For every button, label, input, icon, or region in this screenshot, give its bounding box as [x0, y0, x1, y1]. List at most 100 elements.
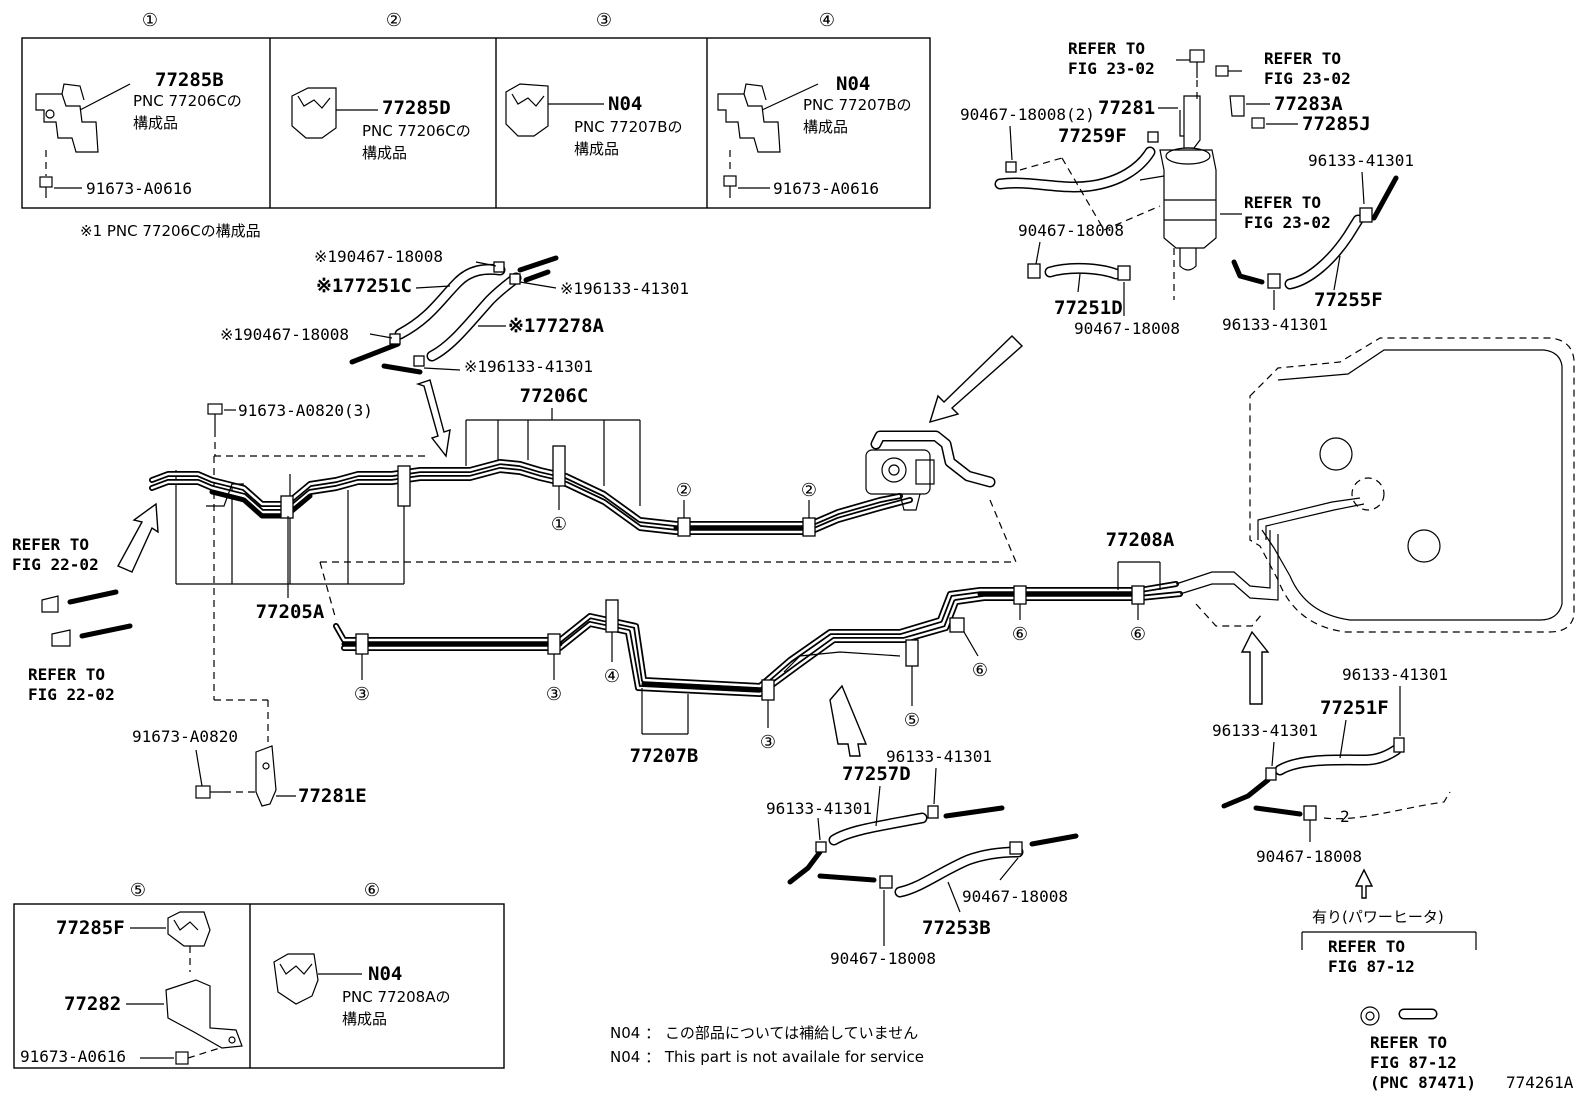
- arrow-up-icon: [829, 684, 868, 757]
- callout-1: ①: [551, 514, 567, 535]
- panel-2-index: ②: [386, 10, 402, 31]
- fuel-filter-icon: [1139, 147, 1217, 271]
- label-90467-e: 90467-18008: [1074, 319, 1180, 338]
- note-jp: N04 ： この部品については補給していません: [610, 1024, 918, 1042]
- clamp-icon: [397, 465, 411, 507]
- callout-5: ⑤: [904, 710, 920, 731]
- panel-3-note: 構成品: [574, 140, 619, 158]
- callout-6c: ⑥: [1130, 624, 1146, 645]
- callout-6b: ⑥: [1012, 624, 1028, 645]
- panel-6-index: ⑥: [364, 880, 380, 901]
- hose-tag-2: 2: [1340, 807, 1350, 826]
- panel-1-bolt: 91673-A0616: [86, 179, 192, 198]
- panel-4-note: 構成品: [803, 118, 848, 136]
- clip-icon: [1359, 207, 1373, 223]
- panel-1-index: ①: [142, 10, 158, 31]
- bottom-panels-frame: [13, 903, 505, 1069]
- callout-6a: ⑥: [972, 660, 988, 681]
- figure-id: 774261A: [1506, 1073, 1574, 1092]
- bolt-icon: [1215, 65, 1242, 77]
- clamp-icon: [355, 633, 369, 655]
- clamp-icon: [1131, 585, 1145, 605]
- clamp-icon: [280, 495, 294, 519]
- clip-icon: [927, 805, 939, 819]
- refer-87-12-a-line2: FIG 87-12: [1328, 957, 1415, 976]
- bolt-icon: [207, 403, 223, 430]
- clip-icon: [1009, 841, 1023, 855]
- clamp-icon: [505, 83, 549, 137]
- bolt-icon: [39, 176, 53, 198]
- label-90467-2: 90467-18008(2): [960, 105, 1095, 124]
- refer-22-02-a-line2: FIG 22-02: [12, 555, 99, 574]
- bottom-detail-panels: ⑤ ⑥ 77285F 77282 91673-A0616 N04 PNC 772…: [13, 880, 505, 1069]
- label-77259F: 77259F: [1058, 125, 1127, 147]
- fuel-tank-outline: [1175, 337, 1575, 633]
- refer-23-02-c-line2: FIG 23-02: [1244, 213, 1331, 232]
- bracket-icon: [255, 745, 277, 807]
- arrow-up-icon: [1240, 630, 1270, 705]
- clip-icon: [509, 273, 521, 285]
- bracket-icon: [165, 979, 243, 1049]
- label-77285J: 77285J: [1302, 113, 1371, 135]
- fuel-filter-head-icon: [865, 430, 996, 511]
- arrow-down-icon: [415, 379, 451, 458]
- clamp-icon: [547, 633, 561, 655]
- panel-3-pnc: PNC 77207Bの: [574, 118, 683, 136]
- clamp-icon: [552, 445, 566, 487]
- star-part-5: ※177278A: [508, 315, 605, 337]
- filter-bracket-icon: [1179, 95, 1201, 149]
- clamp-icon: [761, 679, 775, 701]
- refer-22-02-b-line1: REFER TO: [28, 665, 105, 684]
- clamp-icon: [905, 639, 919, 667]
- panel-6-part: N04: [368, 963, 402, 985]
- label-77283A: 77283A: [1274, 93, 1343, 115]
- clip-icon: [413, 355, 425, 367]
- label-90467-b: 90467-18008: [830, 949, 936, 968]
- refer-87-12-b-line1: REFER TO: [1370, 1033, 1447, 1052]
- label-90467-d: 90467-18008: [1018, 221, 1124, 240]
- clamp-icon: [949, 617, 965, 633]
- label-77251F: 77251F: [1320, 697, 1389, 719]
- note-en: N04 ： This part is not availale for serv…: [610, 1048, 924, 1066]
- clip-icon: [41, 595, 59, 613]
- refer-22-02-b-line2: FIG 22-02: [28, 685, 115, 704]
- label-96133-d: 96133-41301: [1342, 665, 1448, 684]
- upper-pipe-assembly: 77206C: [149, 385, 1017, 700]
- bolt-icon: [1189, 49, 1205, 78]
- clip-icon: [1267, 273, 1281, 289]
- clip-icon: [1265, 767, 1277, 781]
- label-77205A: 77205A: [256, 601, 325, 623]
- label-77251D: 77251D: [1054, 297, 1123, 319]
- arrow-up-icon: [1354, 868, 1374, 899]
- bolt-icon: [723, 175, 737, 198]
- star-part-2: ※177251C: [316, 275, 412, 297]
- label-91673-A0820-3: 91673-A0820(3): [238, 401, 373, 420]
- label-77207B: 77207B: [630, 745, 699, 767]
- label-96133-c: 96133-41301: [1212, 721, 1318, 740]
- arrow-up-right-icon: [117, 502, 159, 573]
- panel-3-part: N04: [608, 93, 642, 115]
- footnote-star1: ※1 PNC 77206Cの構成品: [80, 222, 261, 240]
- panel-2-pnc: PNC 77206Cの: [362, 122, 471, 140]
- clip-icon: [389, 333, 401, 345]
- label-77255F: 77255F: [1314, 289, 1383, 311]
- panel-4-part: N04: [836, 73, 870, 95]
- refer-22-02-a-line1: REFER TO: [12, 535, 89, 554]
- panel-1-pnc: PNC 77206Cの: [133, 92, 242, 110]
- star-part-1: ※190467-18008: [314, 247, 443, 266]
- panel-4-index: ④: [819, 10, 835, 31]
- clip-icon: [815, 841, 827, 853]
- label-90467-a: 90467-18008: [962, 887, 1068, 906]
- refer-23-02-b-line1: REFER TO: [1264, 49, 1341, 68]
- label-96133-a: 96133-41301: [766, 799, 872, 818]
- label-96133-f: 96133-41301: [1222, 315, 1328, 334]
- refer-87-12-a-line1: REFER TO: [1328, 937, 1405, 956]
- clip-icon: [1251, 117, 1265, 129]
- label-77206C: 77206C: [520, 385, 589, 407]
- callout-3b: ③: [546, 684, 562, 705]
- callout-2b: ②: [801, 480, 817, 501]
- label-91673-A0820: 91673-A0820: [132, 727, 238, 746]
- top-panels-frame: [21, 37, 931, 209]
- panel-2-note: 構成品: [362, 144, 407, 162]
